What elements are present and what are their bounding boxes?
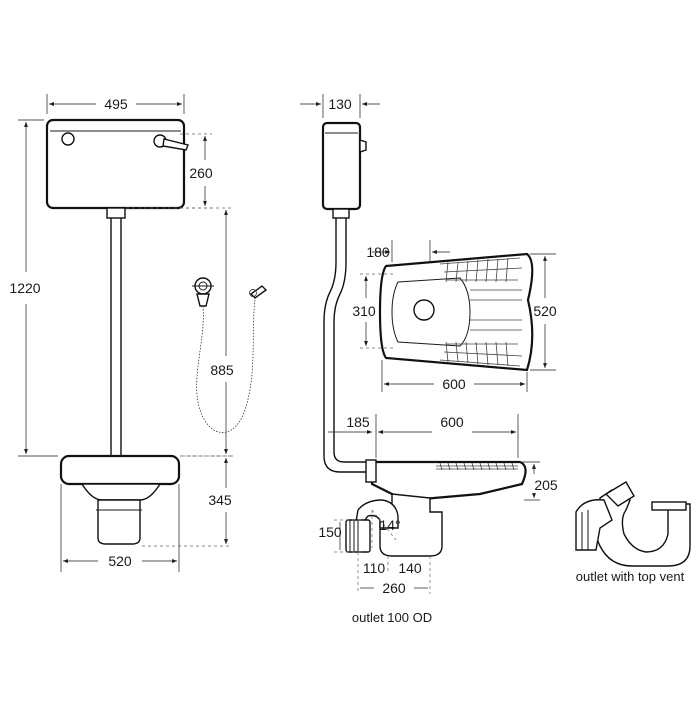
label-1220: 1220	[9, 280, 40, 296]
label-520-top: 520	[533, 303, 557, 319]
label-185: 185	[346, 414, 370, 430]
front-view: 495 260 1220 885	[9, 94, 268, 572]
dim-pan-height: 345	[142, 455, 232, 547]
label-180: 180	[366, 244, 390, 260]
dim-side-length: 600	[378, 414, 516, 434]
pan-side	[345, 459, 527, 557]
label-260: 260	[189, 165, 213, 181]
flush-pipe-front	[106, 207, 126, 456]
dim-top-depth: 520	[530, 253, 557, 371]
top-vent-outlet: outlet with top vent	[575, 481, 691, 584]
dim-outlet-spacing: 110 140 260	[357, 552, 431, 596]
dim-pipe-length: 885	[126, 207, 234, 457]
cistern-front	[45, 118, 189, 210]
label-110: 110	[363, 560, 386, 576]
label-130: 130	[328, 96, 352, 112]
label-205: 205	[534, 477, 558, 493]
dim-cistern-width: 495	[46, 94, 185, 114]
label-310: 310	[352, 303, 376, 319]
dim-side-depth: 130	[300, 94, 380, 118]
cistern-side	[321, 121, 367, 219]
label-150: 150	[318, 524, 342, 540]
dim-side-height: 205	[522, 461, 558, 501]
pull-chain	[192, 277, 268, 433]
label-140: 140	[398, 560, 422, 576]
dim-outlet-angle: 14°	[371, 509, 401, 548]
flush-pipe-side	[323, 218, 374, 473]
label-495: 495	[104, 96, 128, 112]
label-520-front: 520	[108, 553, 132, 569]
caption-outlet-od: outlet 100 OD	[352, 610, 432, 625]
label-600-side: 600	[440, 414, 464, 430]
dim-overall-height: 1220	[9, 119, 58, 457]
pan-front	[59, 454, 181, 545]
label-14-degrees: 14°	[379, 517, 400, 533]
dim-pan-width: 520	[60, 484, 180, 572]
label-260-outlet: 260	[382, 580, 406, 596]
dim-side-offset: 185	[328, 414, 519, 458]
pan-top-view	[378, 252, 534, 372]
dim-top-length: 600	[381, 360, 528, 392]
label-885: 885	[210, 362, 234, 378]
label-345: 345	[208, 492, 232, 508]
dim-outlet-height: 150	[318, 519, 362, 553]
dim-top-hole-depth: 310	[352, 273, 396, 349]
label-600-top: 600	[442, 376, 466, 392]
caption-top-vent: outlet with top vent	[576, 569, 685, 584]
side-view: 130 180 310	[300, 94, 558, 625]
dim-top-width: 180	[366, 240, 450, 262]
